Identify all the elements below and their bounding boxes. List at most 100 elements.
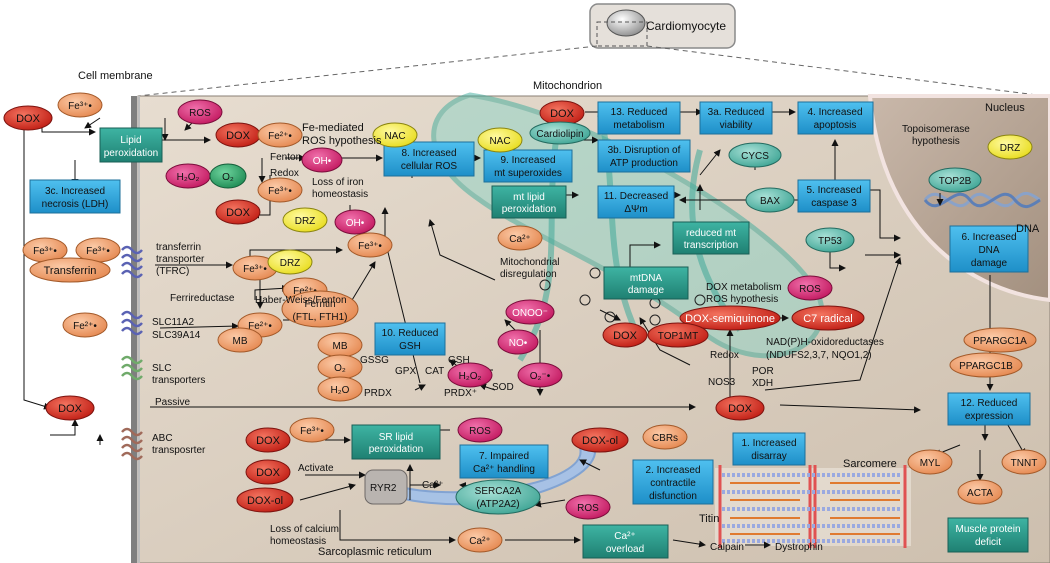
svg-text:Fe³⁺•: Fe³⁺• xyxy=(68,101,92,112)
svg-text:O₂⁻•: O₂⁻• xyxy=(530,371,551,382)
nac-node-mito: NAC xyxy=(477,127,523,153)
svg-text:Ca²⁺: Ca²⁺ xyxy=(469,536,490,547)
topoisomerase-label-1: Topoisomerase xyxy=(902,124,970,135)
svg-text:DOX-ol: DOX-ol xyxy=(582,435,618,447)
dox-node-iron: DOX xyxy=(215,199,261,225)
gsh-label: GSH xyxy=(448,355,470,366)
fe2-node-top: Fe²⁺• xyxy=(257,122,303,148)
svg-text:Fe³⁺•: Fe³⁺• xyxy=(33,246,57,257)
dox-node-membrane: DOX xyxy=(45,395,95,421)
fe-hypothesis-label-2: ROS hypothesis xyxy=(302,135,382,147)
tfrc-label-3: (TFRC) xyxy=(156,266,189,277)
svg-text:Transferrin: Transferrin xyxy=(44,265,97,277)
slc11a2-label: SLC11A2 xyxy=(152,317,195,328)
svg-text:DRZ: DRZ xyxy=(280,258,301,269)
nadph-label-1: NAD(P)H-oxidoreductases xyxy=(766,337,884,348)
svg-text:ΔΨm: ΔΨm xyxy=(624,204,647,215)
zoom-guide-left xyxy=(137,45,598,97)
sod-label: SOD xyxy=(492,382,514,393)
svg-text:PPARGC1B: PPARGC1B xyxy=(959,361,1013,372)
reduced-viability-box: 3a. Reduced viability xyxy=(699,101,773,135)
dox-semiquinone-node: DOX-semiquinone xyxy=(679,305,781,331)
contractile-disfunction-box: 2. Increased contractile disfunction xyxy=(632,459,714,505)
top1mt-node: TOP1MT xyxy=(647,322,709,348)
dox-node-cardiolipin: DOX xyxy=(539,100,585,126)
svg-text:12. Reduced: 12. Reduced xyxy=(961,398,1018,409)
svg-text:reduced mt: reduced mt xyxy=(686,228,736,239)
fenton-label: Fenton xyxy=(270,152,301,163)
cardiomyocyte-inset: Cardiomyocyte xyxy=(589,3,736,49)
abc-transporter-icon xyxy=(121,427,143,461)
no-node: NO• xyxy=(497,329,539,355)
onoo-node: ONOO⁻ xyxy=(505,299,555,325)
svg-text:Ferritin: Ferritin xyxy=(304,299,335,310)
svg-text:TOP1MT: TOP1MT xyxy=(658,331,698,342)
svg-text:ROS: ROS xyxy=(469,426,491,437)
svg-text:mt lipid: mt lipid xyxy=(513,192,545,203)
mito-disregulation-label-1: Mitochondrial xyxy=(500,257,559,268)
iron-loss-label-2: homeostasis xyxy=(312,189,368,200)
mb-node-2: MB xyxy=(317,332,363,358)
fe3-node-iron: Fe³⁺• xyxy=(257,177,303,203)
svg-text:SR lipid: SR lipid xyxy=(379,432,413,443)
svg-text:3b. Disruption of: 3b. Disruption of xyxy=(608,145,681,156)
svg-text:13. Reduced: 13. Reduced xyxy=(611,107,668,118)
svg-text:NAC: NAC xyxy=(489,136,510,147)
svg-text:ATP production: ATP production xyxy=(610,158,678,169)
mitochondrion-label: Mitochondrion xyxy=(533,80,602,92)
tfrc-label-1: transferrin xyxy=(156,242,201,253)
drz-node-ferrireductase: DRZ xyxy=(267,249,313,275)
svg-text:3a. Reduced: 3a. Reduced xyxy=(708,107,765,118)
svg-text:Fe³⁺•: Fe³⁺• xyxy=(358,241,382,252)
redox-label: Redox xyxy=(270,168,299,179)
svg-text:BAX: BAX xyxy=(760,196,780,207)
gssg-label: GSSG xyxy=(360,355,389,366)
svg-text:DOX-semiquinone: DOX-semiquinone xyxy=(685,313,775,325)
increased-dna-damage-box: 6. Increased DNA damage xyxy=(949,225,1029,273)
svg-text:NAC: NAC xyxy=(384,131,405,142)
atp-disruption-box: 3b. Disruption of ATP production xyxy=(597,139,691,173)
svg-text:(FTL, FTH1): (FTL, FTH1) xyxy=(293,312,348,323)
svg-text:DNA: DNA xyxy=(978,245,999,256)
svg-text:8. Increased: 8. Increased xyxy=(401,148,456,159)
ros-node-sr: ROS xyxy=(457,417,503,443)
abc-label-1: ABC xyxy=(152,433,173,444)
svg-text:mt superoxides: mt superoxides xyxy=(494,168,562,179)
ca-node-sr: Ca²⁺ xyxy=(457,527,503,553)
svg-text:DOX: DOX xyxy=(256,435,281,447)
svg-text:Ca²⁺: Ca²⁺ xyxy=(614,531,635,542)
fe3-node-transferrin-1: Fe³⁺• xyxy=(22,237,68,263)
increased-disarray-box: 1. Increased disarray xyxy=(732,432,806,466)
dox-node-activate: DOX xyxy=(245,459,291,485)
ca-node-mito: Ca²⁺ xyxy=(497,225,543,251)
increased-apoptosis-box: 4. Increased apoptosis xyxy=(797,101,874,135)
nadph-label-2: (NDUFS2,3,7, NQO1,2) xyxy=(766,350,872,361)
svg-text:Lipid: Lipid xyxy=(120,135,141,146)
passive-label: Passive xyxy=(155,397,190,408)
svg-text:ROS: ROS xyxy=(799,284,821,295)
myl-node: MYL xyxy=(907,449,953,475)
tfrc-transporter-icon xyxy=(121,245,143,279)
increased-caspase-box: 5. Increased caspase 3 xyxy=(797,179,871,213)
svg-text:contractile: contractile xyxy=(650,478,696,489)
increased-necrosis-box: 3c. Increased necrosis (LDH) xyxy=(29,179,121,214)
iron-loss-label-1: Loss of iron xyxy=(312,177,364,188)
svg-text:overload: overload xyxy=(606,544,644,555)
oh-node-iron: OH• xyxy=(334,209,376,235)
svg-text:Fe³⁺•: Fe³⁺• xyxy=(300,426,324,437)
xdh-label: XDH xyxy=(752,378,773,389)
por-label: POR xyxy=(752,366,774,377)
nucleus-icon xyxy=(606,9,646,37)
svg-text:peroxidation: peroxidation xyxy=(502,204,556,215)
impaired-ca-handling-box: 7. Impaired Ca²⁺ handling xyxy=(459,444,549,479)
svg-text:Muscle protein: Muscle protein xyxy=(955,524,1020,535)
svg-text:MB: MB xyxy=(333,341,348,352)
sarcomere-label: Sarcomere xyxy=(843,458,897,470)
haber-weiss-label: Haber-Weiss/Fenton xyxy=(255,295,347,306)
svg-text:transcription: transcription xyxy=(684,240,738,251)
svg-text:caspase 3: caspase 3 xyxy=(811,198,857,209)
svg-text:DOX-ol: DOX-ol xyxy=(247,495,283,507)
svg-text:DOX: DOX xyxy=(613,330,638,342)
svg-text:CBRs: CBRs xyxy=(652,433,678,444)
svg-text:MYL: MYL xyxy=(920,458,941,469)
